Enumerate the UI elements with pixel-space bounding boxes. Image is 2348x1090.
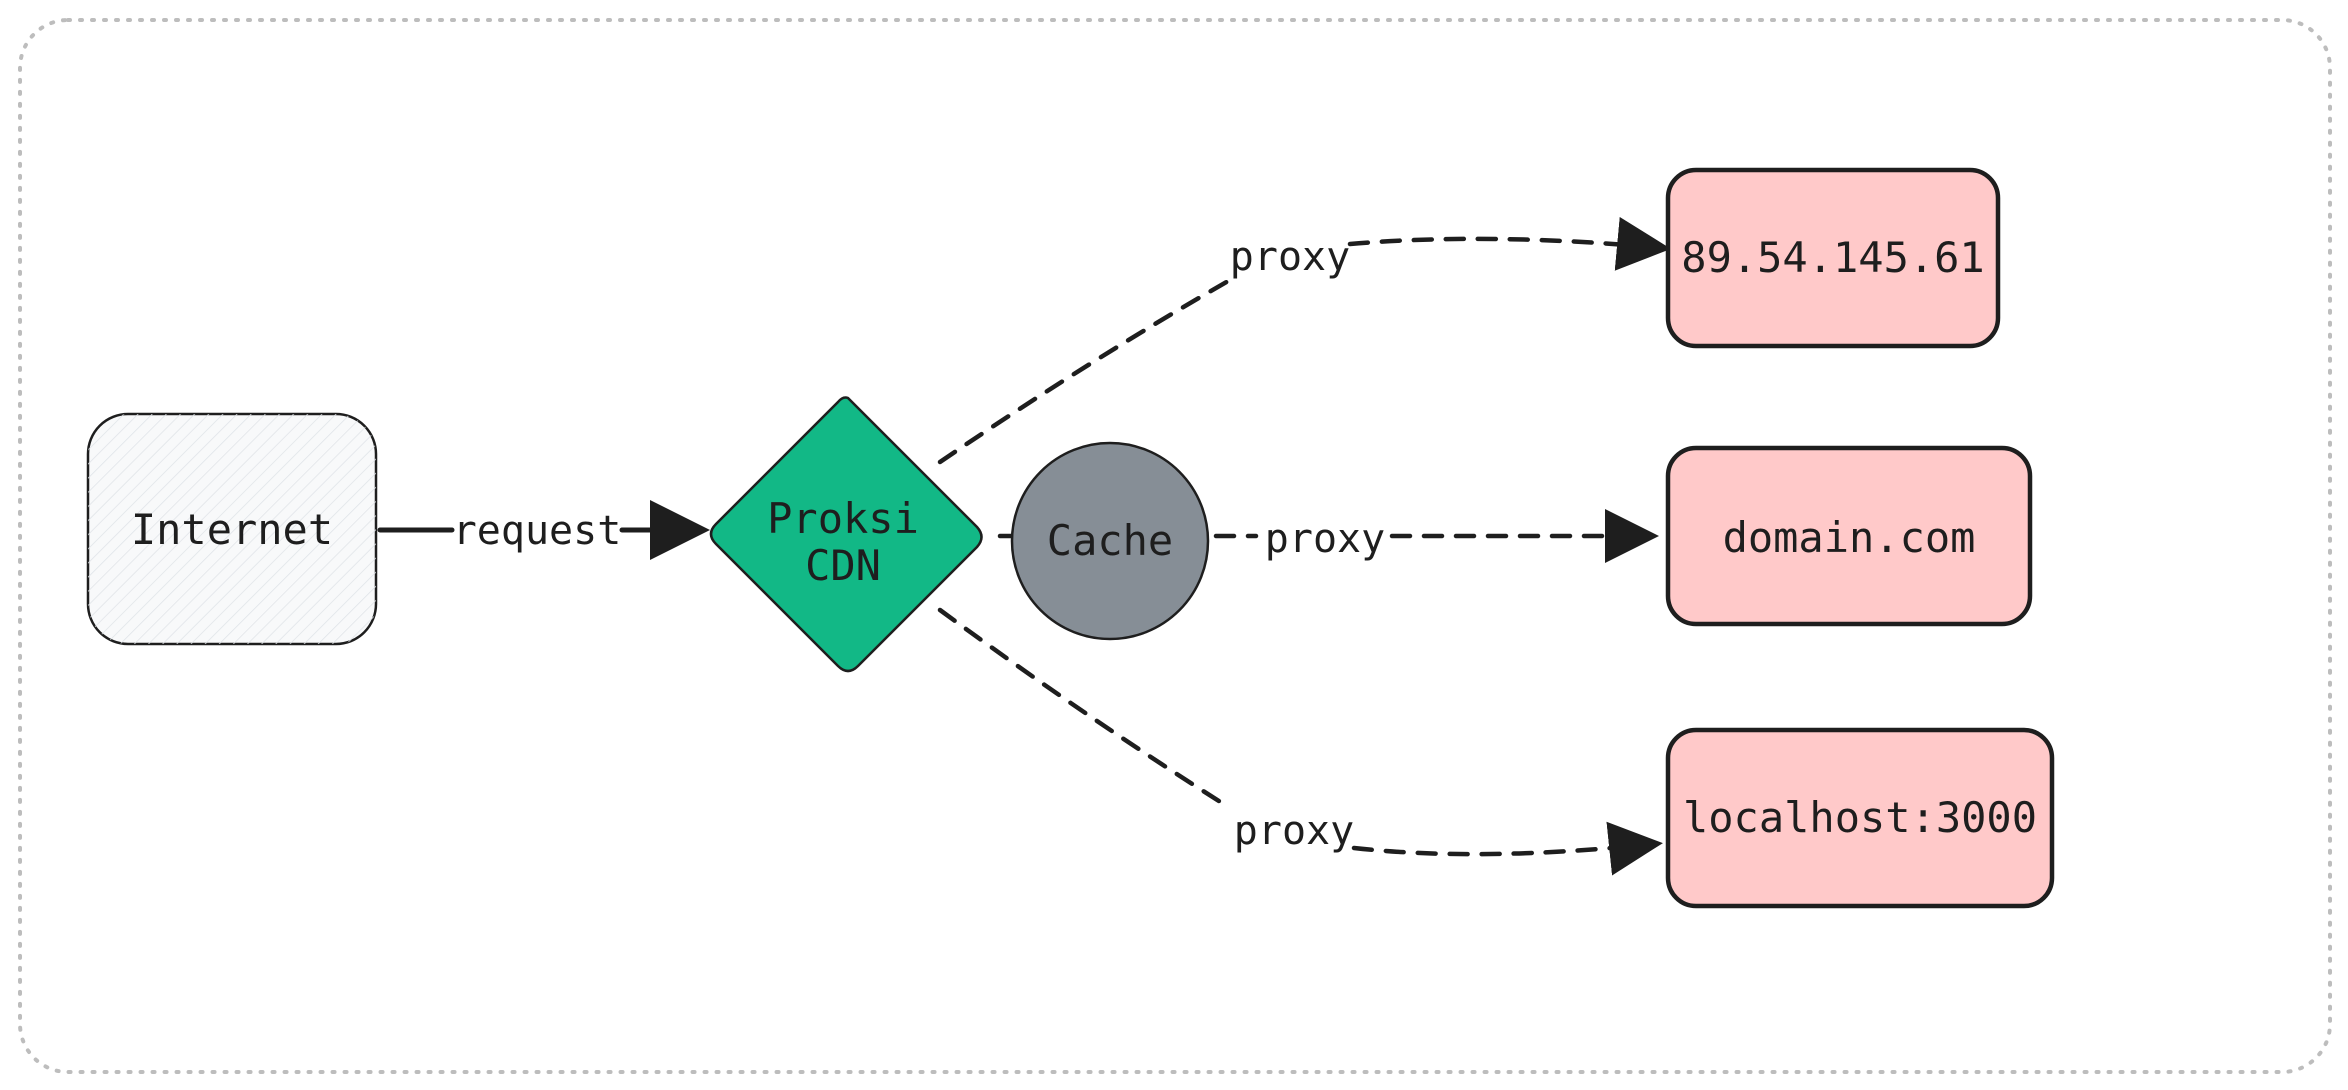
frame-border <box>18 18 2332 1074</box>
node-label-target-ip: 89.54.145.61 <box>1681 233 1984 282</box>
edge-label-proxy-bottom: proxy <box>1234 808 1354 854</box>
node-label-cache: Cache <box>1047 516 1173 565</box>
edge-request: request <box>377 500 710 560</box>
node-label-target-local: localhost:3000 <box>1683 793 2037 842</box>
node-target-ip[interactable]: 89.54.145.61 <box>1665 167 2001 349</box>
node-label-cdn-line-1: Proksi <box>767 494 919 543</box>
node-internet[interactable]: Internet <box>86 412 378 646</box>
node-cdn[interactable]: Proksi CDN <box>709 396 983 673</box>
edge-label-proxy-top: proxy <box>1230 234 1350 280</box>
edge-proxy-top: proxy <box>937 216 1671 465</box>
node-target-domain[interactable]: domain.com <box>1665 445 2033 627</box>
edge-proxy-bottom: proxy <box>937 607 1663 876</box>
node-target-local[interactable]: localhost:3000 <box>1665 727 2055 909</box>
edge-proxy-middle: proxy <box>997 509 1659 563</box>
node-label-cdn-line-2: CDN <box>805 541 881 590</box>
node-cache[interactable]: Cache <box>1010 441 1210 641</box>
edge-label-proxy-middle: proxy <box>1265 516 1385 562</box>
edge-label-request: request <box>453 508 622 554</box>
node-label-target-domain: domain.com <box>1723 513 1976 562</box>
node-label-internet: Internet <box>131 505 333 554</box>
